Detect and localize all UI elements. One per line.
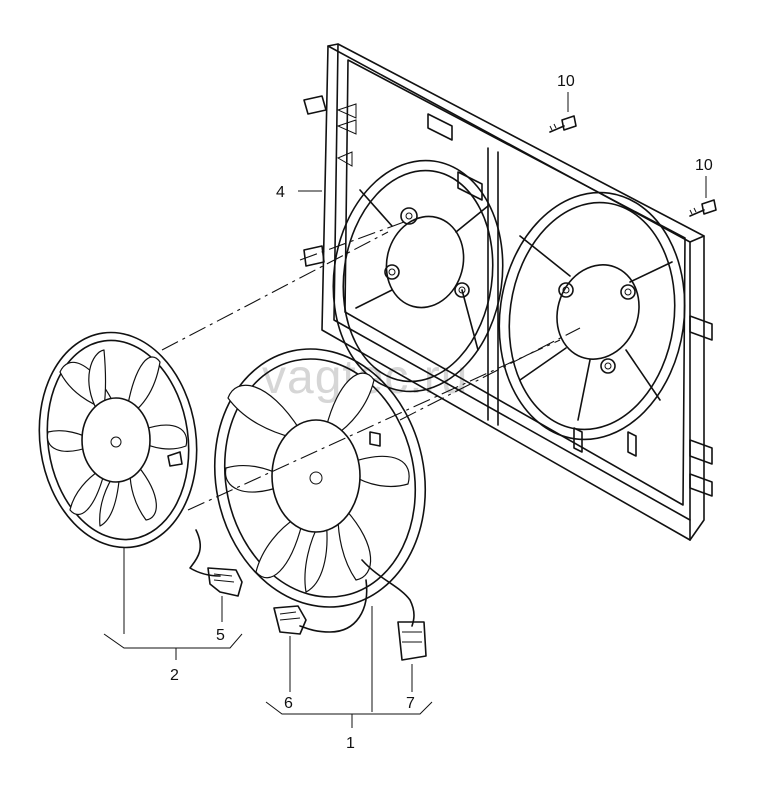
callout-10-right: 10 — [695, 157, 713, 174]
callout-6: 6 — [284, 695, 293, 712]
bolt-right — [689, 199, 717, 217]
leader-lines — [103, 92, 707, 728]
callout-5: 5 — [216, 627, 225, 644]
callout-4: 4 — [276, 184, 285, 201]
fan-left — [38, 331, 243, 597]
callout-7: 7 — [406, 695, 415, 712]
fan-right — [213, 348, 427, 661]
callout-10-upper: 10 — [557, 73, 575, 90]
fan-shroud — [303, 43, 713, 541]
bolt-upper — [549, 115, 577, 133]
callout-2: 2 — [170, 667, 179, 684]
assembly-lines — [161, 221, 581, 511]
callout-1: 1 — [346, 735, 355, 752]
